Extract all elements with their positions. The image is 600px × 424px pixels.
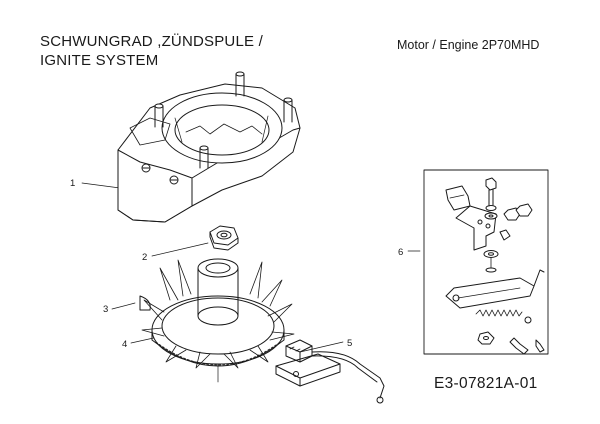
blower-housing-part-1 bbox=[117, 71, 301, 223]
diagram-title: SCHWUNGRAD ,ZÜNDSPULE / IGNITE SYSTEM bbox=[40, 32, 263, 70]
flywheel-part-4 bbox=[141, 258, 295, 369]
title-line-2: IGNITE SYSTEM bbox=[40, 52, 159, 69]
engine-label: Motor / Engine 2P70MHD bbox=[397, 38, 540, 52]
drawing-code: E3-07821A-01 bbox=[434, 375, 538, 392]
callout-5: 5 bbox=[347, 338, 353, 349]
ignition-coil-part-5 bbox=[275, 339, 385, 404]
callout-1: 1 bbox=[70, 178, 76, 189]
callout-6: 6 bbox=[398, 247, 404, 258]
callout-2: 2 bbox=[142, 252, 148, 263]
flywheel-nut-part-2 bbox=[209, 225, 239, 251]
stop-bracket-kit-part-6 bbox=[423, 169, 549, 355]
title-line-1: SCHWUNGRAD ,ZÜNDSPULE / bbox=[40, 33, 263, 50]
callout-3: 3 bbox=[103, 304, 109, 315]
callout-4: 4 bbox=[122, 339, 128, 350]
